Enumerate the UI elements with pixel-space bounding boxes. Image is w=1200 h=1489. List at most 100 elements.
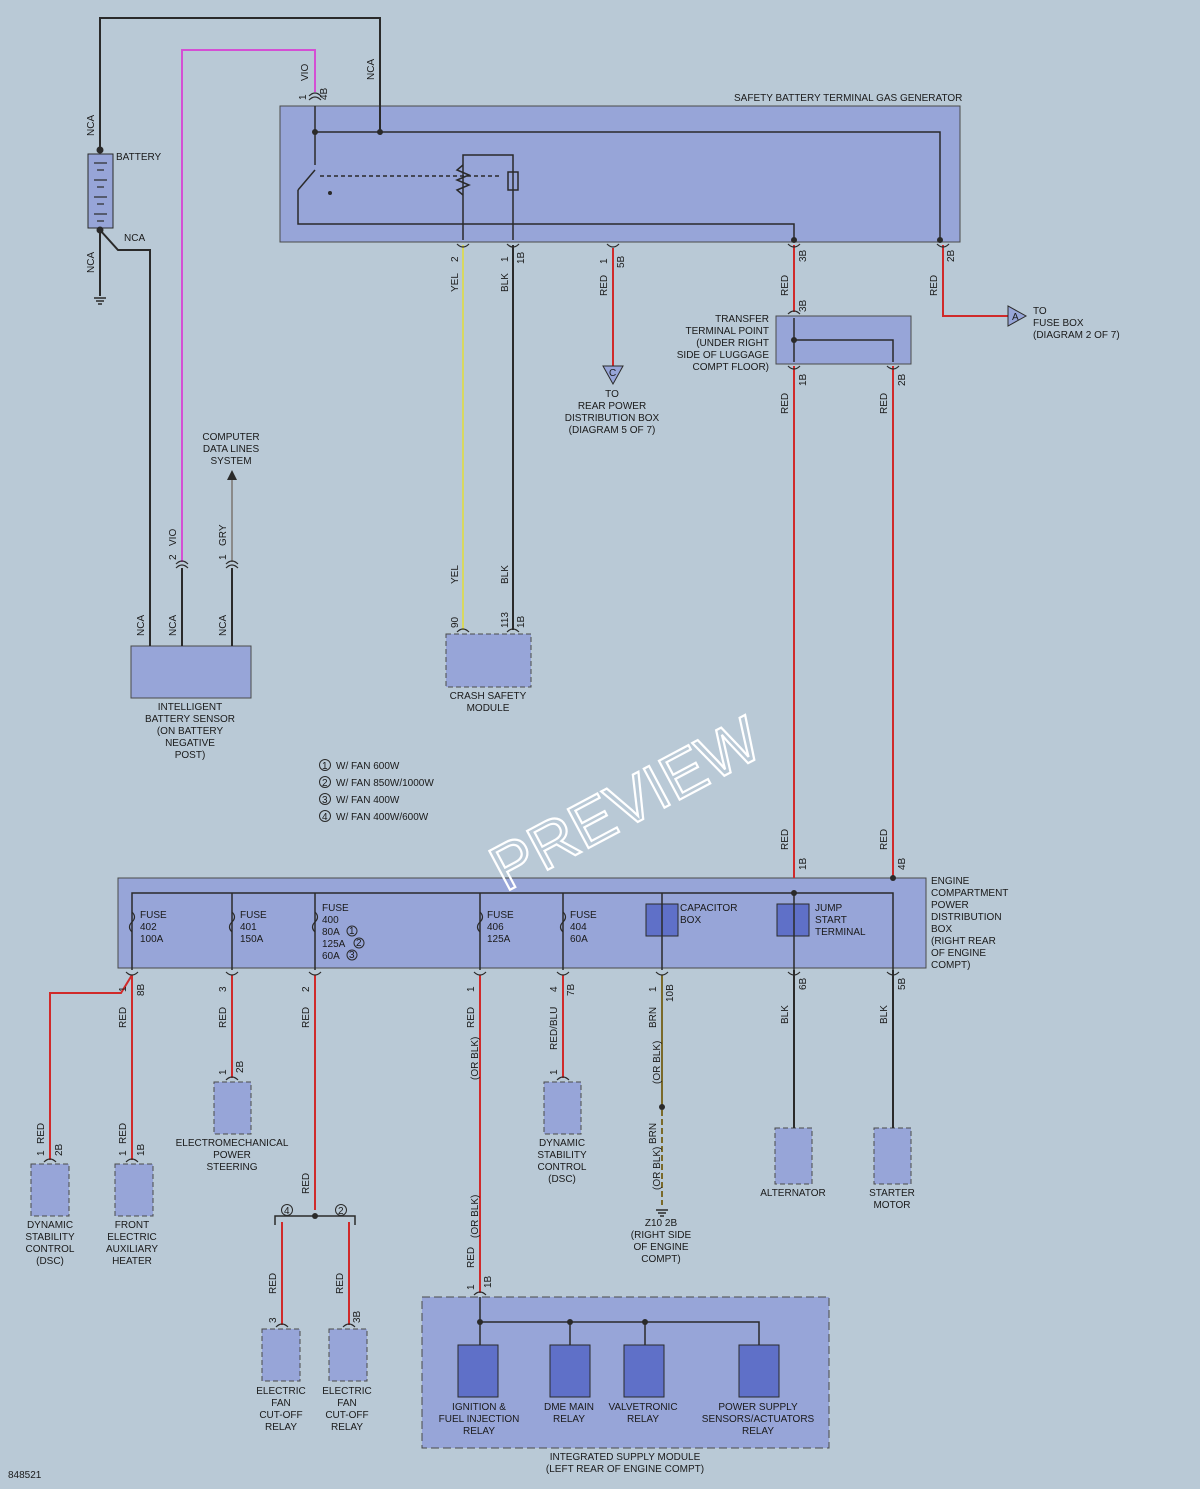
- sbt-internals: [297, 106, 941, 240]
- pin-label: 2B: [946, 249, 957, 262]
- svg-text:IGNITION &: IGNITION &: [452, 1402, 506, 1413]
- svg-text:POST): POST): [175, 750, 206, 761]
- pin-label: 4B: [897, 857, 908, 870]
- svg-text:HEATER: HEATER: [112, 1256, 152, 1267]
- svg-text:150A: 150A: [240, 934, 264, 945]
- wire-label: NCA: [124, 233, 145, 244]
- ism-label: INTEGRATED SUPPLY MODULE (LEFT REAR OF E…: [546, 1452, 704, 1475]
- wire-label: NCA: [86, 252, 97, 273]
- svg-text:TERMINAL: TERMINAL: [815, 927, 866, 938]
- wire-label: NCA: [136, 615, 147, 636]
- svg-text:404: 404: [570, 922, 587, 933]
- dsc-left-label: DYNAMIC STABILITY CONTROL (DSC): [25, 1220, 75, 1267]
- pin-label: 1: [549, 1069, 560, 1075]
- legend-ref-circle: [346, 949, 358, 961]
- svg-text:INTELLIGENT: INTELLIGENT: [158, 702, 222, 713]
- svg-text:FRONT: FRONT: [115, 1220, 149, 1231]
- pin-label: 3: [268, 1317, 279, 1323]
- svg-text:Z10 2B: Z10 2B: [645, 1218, 678, 1229]
- svg-text:(DIAGRAM 5 OF 7): (DIAGRAM 5 OF 7): [569, 425, 656, 436]
- svg-text:(RIGHT REAR: (RIGHT REAR: [931, 936, 996, 947]
- legend-ref-circle: [353, 937, 365, 949]
- svg-text:AUXILIARY: AUXILIARY: [106, 1244, 158, 1255]
- ground-label: Z10 2B (RIGHT SIDE OF ENGINE COMPT): [631, 1218, 692, 1265]
- svg-text:RELAY: RELAY: [331, 1422, 363, 1433]
- svg-text:START: START: [815, 915, 847, 926]
- svg-text:VALVETRONIC: VALVETRONIC: [608, 1402, 677, 1413]
- svg-text:RELAY: RELAY: [463, 1426, 495, 1437]
- pin-label: 3: [218, 986, 229, 992]
- red-wires: [49, 245, 1010, 1325]
- pin-label: 2B: [54, 1143, 65, 1156]
- battery-icon: [87, 153, 114, 229]
- pin-label: 10B: [665, 984, 676, 1002]
- svg-text:POWER: POWER: [931, 900, 969, 911]
- wire-label: RED: [118, 1007, 129, 1028]
- splice-dots: [96, 129, 943, 1325]
- crash-module-box: [445, 633, 532, 688]
- svg-text:400: 400: [322, 915, 339, 926]
- legend-circle: [319, 776, 331, 788]
- wire-label: RED/BLU: [549, 1007, 560, 1050]
- svg-text:125A: 125A: [487, 934, 511, 945]
- svg-text:RELAY: RELAY: [742, 1426, 774, 1437]
- svg-text:W/ FAN 850W/1000W: W/ FAN 850W/1000W: [336, 778, 434, 789]
- svg-text:(DIAGRAM 2 OF 7): (DIAGRAM 2 OF 7): [1033, 330, 1120, 341]
- wire-labels: NCA NCA NCA VIO 1 4B NCA YEL 2 BLK 1 1B …: [36, 59, 957, 1323]
- svg-text:60A: 60A: [322, 951, 340, 962]
- alternator-box: [774, 1127, 813, 1185]
- wire-label: RED: [879, 393, 890, 414]
- valve-relay-icon: [623, 1344, 665, 1398]
- connector-a-letter: A: [1012, 312, 1019, 323]
- sbt-gas-generator-box: [279, 105, 961, 243]
- svg-text:SYSTEM: SYSTEM: [210, 456, 251, 467]
- pin-label: 1B: [516, 615, 527, 628]
- fuse-402-label: FUSE 402 100A: [140, 910, 167, 945]
- pin-label: 5B: [897, 977, 908, 990]
- svg-text:ELECTRIC: ELECTRIC: [107, 1232, 156, 1243]
- svg-text:(LEFT REAR OF ENGINE COMPT): (LEFT REAR OF ENGINE COMPT): [546, 1464, 704, 1475]
- wire-label: (OR BLK): [652, 1041, 663, 1084]
- svg-text:W/ FAN 400W: W/ FAN 400W: [336, 795, 400, 806]
- svg-text:FUSE: FUSE: [487, 910, 514, 921]
- pin-label: 4B: [319, 87, 330, 100]
- pin-label: 1: [500, 256, 511, 262]
- svg-text:1: 1: [349, 926, 355, 937]
- svg-text:STARTER: STARTER: [869, 1188, 915, 1199]
- svg-text:OF ENGINE: OF ENGINE: [931, 948, 986, 959]
- svg-text:COMPARTMENT: COMPARTMENT: [931, 888, 1008, 899]
- legend: 1 W/ FAN 600W 2 W/ FAN 850W/1000W 3 W/ F…: [319, 759, 434, 823]
- violet-wire: [181, 49, 316, 562]
- wire-label: GRY: [218, 524, 229, 546]
- svg-text:FUSE BOX: FUSE BOX: [1033, 318, 1084, 329]
- svg-text:STEERING: STEERING: [206, 1162, 257, 1173]
- wire-label: BLK: [780, 1005, 791, 1024]
- pin-label: 90: [450, 616, 461, 628]
- svg-text:ENGINE: ENGINE: [931, 876, 970, 887]
- wire-label: RED: [780, 275, 791, 296]
- svg-text:MOTOR: MOTOR: [873, 1200, 910, 1211]
- pin-label: 1B: [798, 373, 809, 386]
- bracket-ref-num: 4: [284, 1206, 290, 1217]
- svg-text:4: 4: [322, 812, 328, 823]
- svg-text:COMPUTER: COMPUTER: [202, 432, 259, 443]
- bracket-ref-circle: [335, 1204, 347, 1216]
- wire-label: NCA: [86, 115, 97, 136]
- arrow-up-icon: [227, 470, 237, 480]
- svg-text:DISTRIBUTION: DISTRIBUTION: [931, 912, 1002, 923]
- front-heater-label: FRONT ELECTRIC AUXILIARY HEATER: [106, 1220, 158, 1267]
- svg-text:ELECTRIC: ELECTRIC: [322, 1386, 371, 1397]
- svg-text:100A: 100A: [140, 934, 164, 945]
- wire-label: RED: [335, 1273, 346, 1294]
- eps-label: ELECTROMECHANICAL POWER STEERING: [176, 1138, 289, 1173]
- svg-text:2: 2: [322, 778, 328, 789]
- pin-label: 1: [218, 554, 229, 560]
- dsc-mid-label: DYNAMIC STABILITY CONTROL (DSC): [537, 1138, 587, 1185]
- fuse-401-label: FUSE 401 150A: [240, 910, 267, 945]
- wire-label: RED: [268, 1273, 279, 1294]
- svg-text:W/ FAN 600W: W/ FAN 600W: [336, 761, 400, 772]
- svg-text:FUSE: FUSE: [140, 910, 167, 921]
- svg-text:406: 406: [487, 922, 504, 933]
